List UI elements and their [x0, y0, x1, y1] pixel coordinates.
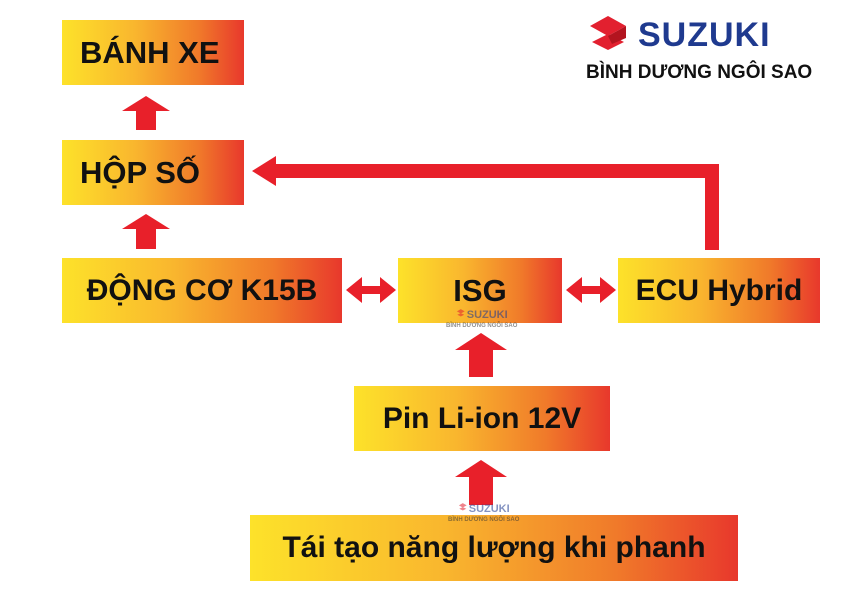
arrow-double-engine-isg: [346, 277, 396, 303]
node-ecu-label: ECU Hybrid: [635, 273, 803, 307]
node-regen: Tái tạo năng lượng khi phanh: [250, 515, 738, 581]
node-wheel: BÁNH XE: [62, 20, 244, 85]
node-regen-label: Tái tạo năng lượng khi phanh: [282, 531, 706, 564]
node-isg: ISG: [398, 258, 562, 323]
node-battery: Pin Li-ion 12V: [354, 386, 610, 451]
node-isg-label: ISG: [453, 272, 507, 308]
node-gearbox-label: HỘP SỐ: [80, 154, 201, 190]
arrow-up-engine-to-gearbox: [122, 214, 170, 249]
node-wheel-label: BÁNH XE: [80, 34, 220, 70]
node-gearbox: HỘP SỐ: [62, 140, 244, 205]
watermark-dealer: BÌNH DƯƠNG NGÔI SAO: [448, 517, 520, 523]
suzuki-s-mark-icon: [458, 503, 467, 511]
node-engine-label: ĐỘNG CƠ K15B: [86, 273, 318, 307]
logo-brand: SUZUKI: [638, 16, 771, 54]
watermark-brand: SUZUKI: [468, 503, 510, 515]
node-ecu: ECU Hybrid: [618, 258, 820, 323]
suzuki-s-mark-icon: [590, 16, 626, 50]
logo-dealer: BÌNH DƯƠNG NGÔI SAO: [586, 62, 813, 83]
watermark-brand: SUZUKI: [466, 309, 508, 321]
watermark: SUZUKI BÌNH DƯƠNG NGÔI SAO: [448, 500, 519, 523]
arrow-up-regen-to-battery: [455, 460, 507, 505]
node-engine: ĐỘNG CƠ K15B: [62, 258, 342, 323]
suzuki-logo: SUZUKI BÌNH DƯƠNG NGÔI SAO: [586, 14, 826, 86]
arrow-ecu-riser: [705, 164, 719, 250]
watermark-dealer: BÌNH DƯƠNG NGÔI SAO: [446, 323, 518, 329]
node-battery-label: Pin Li-ion 12V: [382, 401, 582, 435]
arrow-ecu-to-gearbox-head: [252, 156, 276, 186]
arrow-up-gearbox-to-wheel: [122, 96, 170, 130]
arrow-up-battery-to-isg: [455, 333, 507, 377]
suzuki-s-mark-icon: [456, 309, 465, 317]
arrow-ecu-run: [272, 164, 719, 178]
arrow-double-isg-ecu: [566, 277, 616, 303]
watermark: SUZUKI BÌNH DƯƠNG NGÔI SAO: [446, 306, 517, 329]
